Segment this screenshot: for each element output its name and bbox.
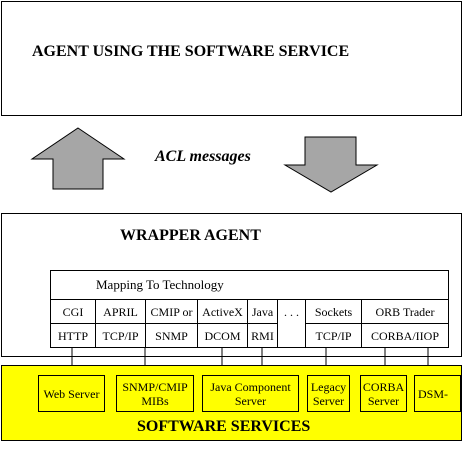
tech-cell-snmp: SNMP [146,324,198,348]
tech-cell-ellipsis: . . . [278,300,306,348]
service-legacy-server: Legacy Server [307,375,350,412]
tech-cell-tcpip-1: TCP/IP [96,324,146,348]
tech-cell-tcpip-2: TCP/IP [306,324,362,348]
wrapper-agent-box: WRAPPER AGENT [1,213,462,357]
agent-box: AGENT USING THE SOFTWARE SERVICE [1,1,462,116]
agent-box-title: AGENT USING THE SOFTWARE SERVICE [32,43,350,60]
tech-cell-dcom: DCOM [198,324,248,348]
tech-cell-http: HTTP [51,324,96,348]
software-services-title: SOFTWARE SERVICES [137,418,311,435]
tech-cell-corba-iiop: CORBA/IIOP [370,329,439,343]
grid-row-divider-right [306,323,449,324]
tech-cell-cmip: CMIP or [146,300,198,324]
mapping-label: Mapping To Technology [96,277,224,292]
tech-cell-sockets: Sockets [306,300,362,324]
tech-cell-java: Java [248,300,278,324]
grid-row-divider-left [51,323,278,324]
acl-messages-label: ACL messages [155,148,251,165]
mapping-to-technology: Mapping To Technology [50,270,449,300]
wrapper-agent-title: WRAPPER AGENT [120,227,261,244]
acl-arrows [30,127,379,193]
tech-cell-orb-trader: ORB Trader [375,305,435,319]
technology-grid: CGI APRIL CMIP or ActiveX Java . . . Soc… [50,300,449,348]
down-arrow-icon [283,136,379,193]
up-arrow-icon [30,127,126,190]
tech-cell-rmi: RMI [248,324,278,348]
service-snmp-cmip-mibs: SNMP/CMIP MIBs [116,375,194,412]
service-corba-server: CORBA Server [360,375,407,412]
tech-cell-cgi: CGI [51,300,96,324]
tech-cell-activex: ActiveX [198,300,248,324]
service-java-component-server: Java Component Server [202,375,299,412]
tech-cell-april: APRIL [96,300,146,324]
service-web-server: Web Server [38,375,105,412]
service-dsm: DSM- [414,375,461,412]
